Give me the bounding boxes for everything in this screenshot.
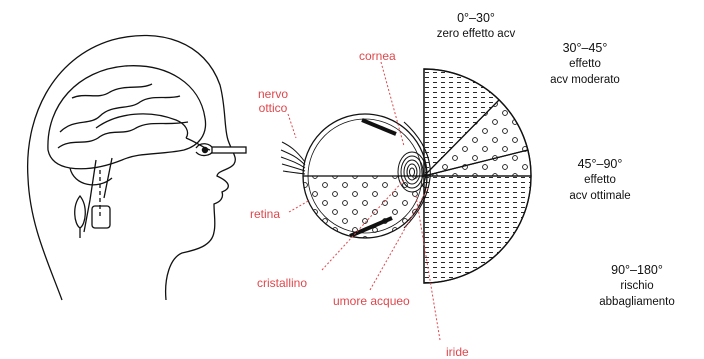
zone-label-30-45: 30°–45° effetto acv moderato bbox=[535, 40, 635, 88]
zone-line2: acv moderato bbox=[535, 72, 635, 88]
zone-line1: rischio bbox=[582, 278, 692, 294]
label-cristallino: cristallino bbox=[257, 276, 307, 290]
ciliary-band-top bbox=[362, 120, 396, 134]
zone-line1: effetto bbox=[550, 172, 650, 188]
zone-label-0-30: 0°–30° zero effetto acv bbox=[416, 10, 536, 42]
brain-fold-1 bbox=[60, 96, 180, 132]
pineal-device bbox=[92, 206, 110, 228]
label-retina: retina bbox=[250, 207, 280, 221]
optic-nerve bbox=[281, 142, 305, 174]
zone-angle: 0°–30° bbox=[416, 10, 536, 26]
brain-fold-3 bbox=[72, 84, 152, 98]
zone-angle: 30°–45° bbox=[535, 40, 635, 56]
zone-line2: acv ottimale bbox=[550, 188, 650, 204]
label-nervo-ottico-line2: ottico bbox=[258, 101, 288, 115]
label-umore-acqueo: umore acqueo bbox=[333, 294, 410, 308]
zone-angle: 90°–180° bbox=[582, 262, 692, 278]
brain-fold-2 bbox=[58, 122, 188, 148]
zone-line2: abbagliamento bbox=[582, 294, 692, 310]
leader-nervo-ottico bbox=[288, 114, 296, 138]
spinal-line bbox=[104, 158, 112, 198]
pituitary-drop bbox=[75, 196, 86, 228]
light-beam bbox=[212, 147, 246, 153]
zone-line1: effetto bbox=[535, 56, 635, 72]
zone-line1: zero effetto acv bbox=[416, 26, 536, 42]
head-profile bbox=[28, 35, 246, 300]
brainstem bbox=[84, 160, 96, 232]
label-nervo-ottico: nervo ottico bbox=[258, 87, 288, 115]
zone-90-180 bbox=[424, 176, 531, 283]
zone-label-45-90: 45°–90° effetto acv ottimale bbox=[550, 156, 650, 204]
zone-label-90-180: 90°–180° rischio abbagliamento bbox=[582, 262, 692, 310]
label-iride: iride bbox=[446, 345, 469, 359]
leader-retina bbox=[289, 200, 310, 212]
eye-cross-section bbox=[281, 114, 430, 238]
cerebellum bbox=[70, 168, 112, 185]
head-outline bbox=[28, 35, 236, 300]
angle-hemisphere bbox=[424, 69, 531, 283]
brain-outline bbox=[48, 66, 206, 169]
label-cornea: cornea bbox=[359, 49, 396, 63]
zone-angle: 45°–90° bbox=[550, 156, 650, 172]
label-nervo-ottico-line1: nervo bbox=[258, 87, 288, 101]
